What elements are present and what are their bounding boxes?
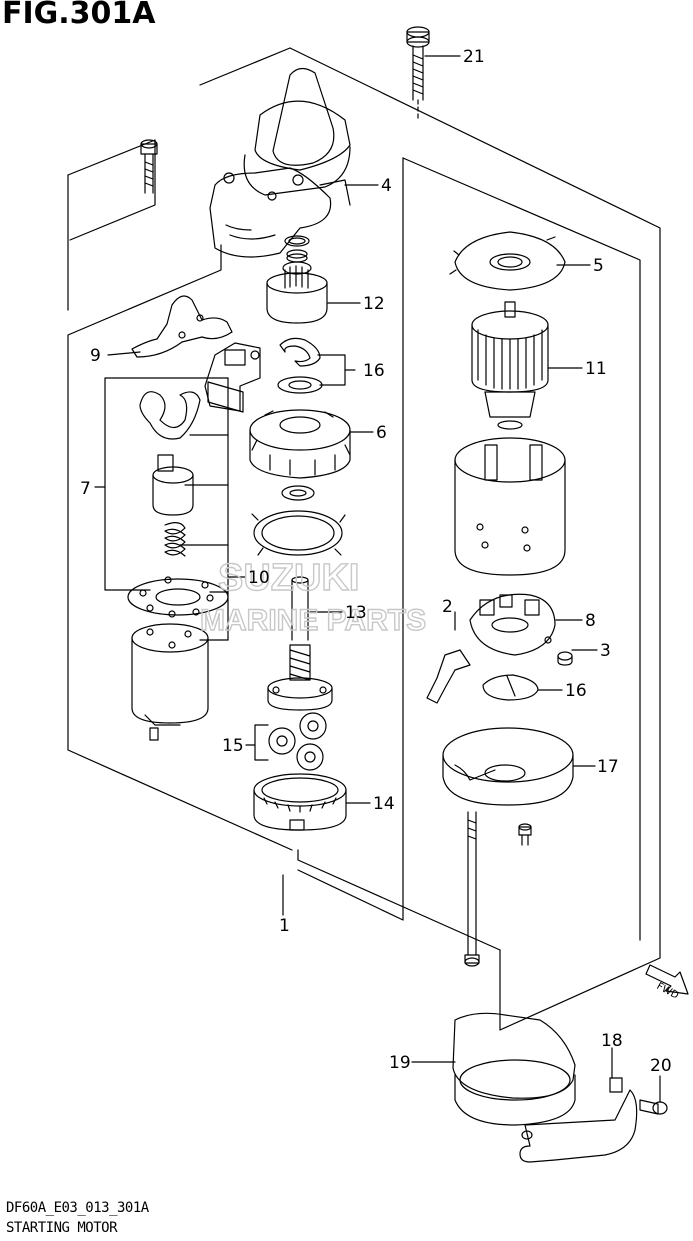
- callout-9: 9: [90, 346, 101, 366]
- callout-17: 17: [597, 757, 619, 777]
- spring-wire: [139, 391, 201, 440]
- return-spring: [164, 522, 186, 557]
- cover-19: [452, 1012, 576, 1126]
- assembly-outline: [67, 47, 661, 1031]
- callout-12: 12: [363, 294, 385, 314]
- figure-code: DF60A_E03_013_301A: [6, 1200, 149, 1216]
- internal-gear-14: [253, 773, 347, 831]
- callout-21: 21: [463, 47, 485, 67]
- figure-title: FIG.301A: [2, 0, 156, 31]
- callout-3: 3: [600, 641, 611, 661]
- callout-16-upper: 16: [363, 361, 385, 381]
- callout-16-lower: 16: [565, 681, 587, 701]
- leader-lines: [107, 55, 661, 1103]
- callout-5: 5: [593, 256, 604, 276]
- end-cover-17: [442, 727, 574, 806]
- bolt-20: [639, 1099, 668, 1115]
- shift-lever-9: [131, 295, 233, 358]
- callout-15: 15: [222, 736, 244, 756]
- solenoid-body: [131, 623, 209, 741]
- drive-shaft-13: [267, 576, 333, 711]
- figure-name: STARTING MOTOR: [6, 1220, 118, 1236]
- callout-10: 10: [248, 568, 270, 588]
- callout-6: 6: [376, 423, 387, 443]
- callout-18: 18: [601, 1031, 623, 1051]
- bracket-7: [94, 377, 229, 641]
- washer-16-right: [482, 674, 539, 701]
- armature-11: [471, 301, 549, 430]
- motor-yoke: [454, 437, 566, 576]
- drive-housing-4: [209, 67, 351, 258]
- strap-18: [519, 1077, 638, 1163]
- bolt-left: [140, 139, 158, 194]
- circlip-16: [277, 337, 356, 394]
- callout-2: 2: [442, 597, 453, 617]
- plunger: [152, 454, 194, 516]
- nut-3: [557, 651, 573, 666]
- callout-7: 7: [80, 479, 91, 499]
- callout-13: 13: [345, 603, 367, 623]
- callout-11: 11: [585, 359, 607, 379]
- washer: [281, 485, 315, 501]
- callout-19: 19: [389, 1053, 411, 1073]
- callout-4: 4: [381, 176, 392, 196]
- bolt-21: [406, 26, 430, 119]
- callout-8: 8: [585, 611, 596, 631]
- end-plate-5: [449, 231, 566, 291]
- planet-gears-15: [245, 712, 327, 771]
- watermark-brand: SUZUKI: [218, 557, 359, 599]
- callout-1: 1: [279, 916, 290, 936]
- solenoid-top-7: [204, 342, 261, 413]
- oring-small: [284, 235, 310, 263]
- pinion-gear-12: [266, 261, 328, 324]
- callout-14: 14: [373, 794, 395, 814]
- clutch-housing-6: [249, 409, 351, 479]
- plate-ring: [251, 510, 346, 556]
- small-screw: [518, 823, 532, 846]
- callout-20: 20: [650, 1056, 672, 1076]
- brush-holder-8: [426, 593, 556, 704]
- watermark-subtitle: MARINE PARTS: [200, 604, 426, 637]
- fwd-arrow-icon: [645, 964, 689, 995]
- fwd-label: FWD: [655, 981, 681, 1002]
- through-bolt: [464, 811, 480, 967]
